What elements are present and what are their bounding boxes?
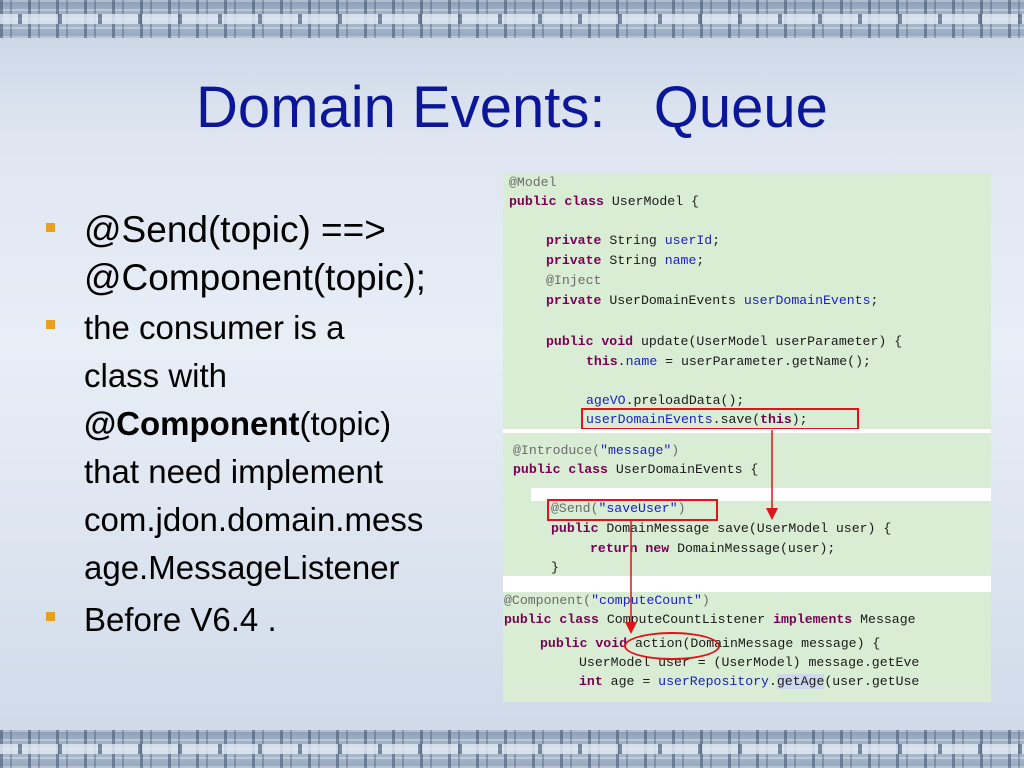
bullet-list: @Send(topic) ==> @Component(topic); the … bbox=[46, 206, 506, 644]
highlight-send-annotation bbox=[547, 499, 718, 521]
code-screenshot-listener: @Component("computeCount") public class … bbox=[503, 592, 991, 702]
code-screenshot-user-model: @Model public class UserModel { private … bbox=[503, 173, 991, 429]
code-divider bbox=[503, 576, 991, 592]
code-line: public DomainMessage save(UserModel user… bbox=[551, 521, 892, 536]
bullet-text-line: age.MessageListener bbox=[84, 549, 400, 586]
bullet-text-line: com.jdon.domain.mess bbox=[84, 501, 424, 538]
bullet-marker bbox=[46, 223, 55, 232]
code-line: return new DomainMessage(user); bbox=[590, 541, 836, 556]
slide-title: Domain Events: Queue bbox=[196, 75, 828, 140]
bullet-text-line: @Component(topic); bbox=[84, 257, 426, 298]
code-line: int age = userRepository.getAge(user.get… bbox=[579, 674, 920, 689]
code-line: } bbox=[551, 560, 559, 575]
code-line: private UserDomainEvents userDomainEvent… bbox=[546, 293, 879, 308]
bullet-marker bbox=[46, 612, 55, 621]
code-line: public class UserModel { bbox=[509, 194, 699, 209]
code-line: @Introduce("message") bbox=[513, 443, 680, 458]
code-line: @Component("computeCount") bbox=[504, 593, 710, 608]
bullet-version: Before V6.4 . bbox=[46, 596, 506, 644]
bullet-text-fragment: (topic) bbox=[299, 405, 392, 442]
code-line: private String name; bbox=[546, 253, 705, 268]
bottom-decorative-band bbox=[0, 730, 1024, 768]
code-line: private String userId; bbox=[546, 233, 721, 248]
code-line: UserModel user = (UserModel) message.get… bbox=[579, 655, 920, 670]
code-line: public void update(UserModel userParamet… bbox=[546, 334, 903, 349]
code-divider bbox=[503, 429, 991, 433]
code-screenshot-domain-events: @Introduce("message") public class UserD… bbox=[503, 433, 991, 577]
code-line: ageVO.preloadData(); bbox=[586, 393, 745, 408]
code-line: @Inject bbox=[546, 273, 602, 288]
code-line: public class UserDomainEvents { bbox=[513, 462, 759, 477]
bullet-text-line: that need implement bbox=[84, 453, 384, 490]
code-line: userDomainEvents.save(this); bbox=[586, 412, 808, 427]
bullet-text-line: the consumer is a bbox=[84, 309, 345, 346]
top-decorative-band bbox=[0, 0, 1024, 38]
code-line: @Send("saveUser") bbox=[551, 501, 686, 516]
bold-component-text: @Component bbox=[84, 405, 300, 442]
bullet-send-topic: @Send(topic) ==> @Component(topic); bbox=[46, 206, 506, 302]
bullet-text-line: class with bbox=[84, 357, 228, 394]
bullet-text-line: @Component(topic) bbox=[84, 400, 506, 448]
bullet-marker bbox=[46, 320, 55, 329]
editor-highlight-strip bbox=[531, 488, 991, 501]
bullet-consumer: the consumer is a class with @Component(… bbox=[46, 304, 506, 592]
highlight-save-call bbox=[581, 408, 859, 430]
code-line: this.name = userParameter.getName(); bbox=[586, 354, 871, 369]
bullet-text-line: @Send(topic) ==> bbox=[84, 209, 386, 250]
highlight-action-method bbox=[624, 632, 720, 660]
code-line: public class ComputeCountListener implem… bbox=[504, 612, 916, 627]
bullet-text-line: Before V6.4 . bbox=[84, 601, 277, 638]
code-line: @Model bbox=[509, 175, 557, 190]
